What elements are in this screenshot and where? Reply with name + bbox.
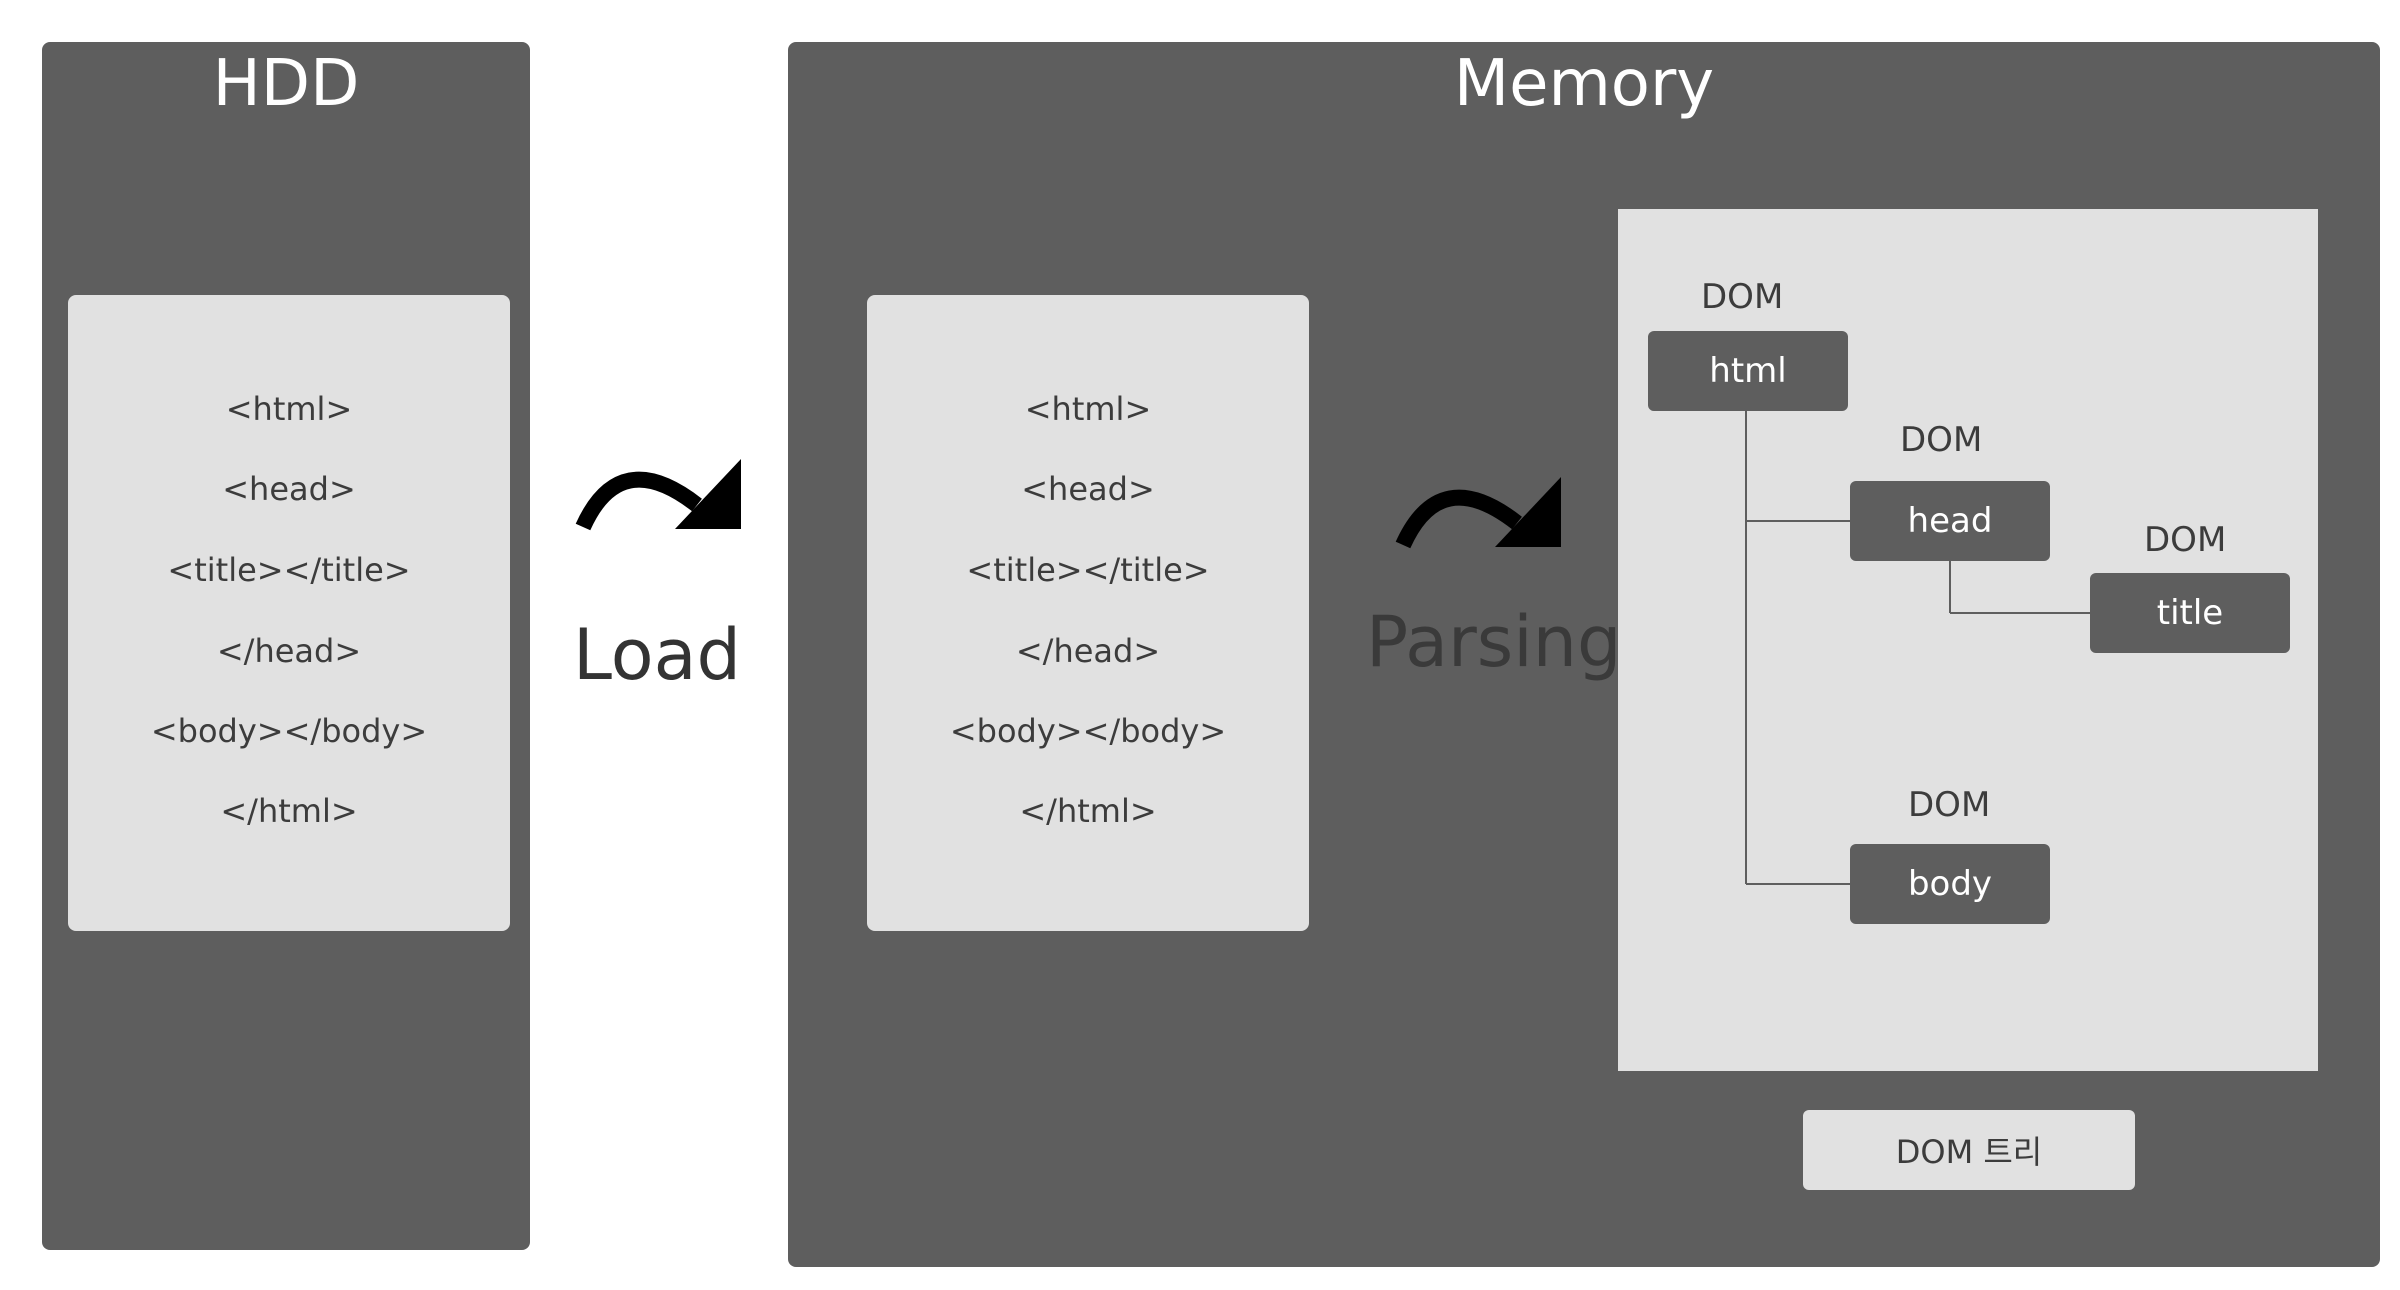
dom-tree-area: DOM html DOM head DOM title DOM body [1618,209,2318,1071]
hdd-panel: HDD <html> <head> <title></title> </head… [42,42,530,1250]
dom-tree-connectors [1745,411,2090,885]
code-line: <head> [1021,470,1155,508]
dom-caption-head: DOM [1900,420,1983,460]
code-line: <title></title> [966,551,1210,589]
dom-caption-body: DOM [1908,785,1991,825]
memory-panel: Memory <html> <head> <title></title> </h… [788,42,2380,1267]
code-line: <html> [1024,390,1152,428]
parsing-arrow-icon [1395,477,1561,549]
code-line: <html> [225,390,353,428]
load-arrow-icon [575,459,741,531]
dom-node-title: title [2090,573,2290,653]
parsing-label: Parsing [1366,601,1622,683]
code-line: </head> [1015,632,1161,670]
code-line: </head> [216,632,362,670]
code-line: </html> [220,792,358,830]
code-line: <body></body> [150,712,428,750]
dom-node-html: html [1648,331,1848,411]
dom-node-head: head [1850,481,2050,561]
memory-html-file: <html> <head> <title></title> </head> <b… [867,295,1309,931]
code-line: </html> [1019,792,1157,830]
dom-caption-html: DOM [1701,277,1784,317]
hdd-title: HDD [212,47,360,121]
dom-node-body: body [1850,844,2050,924]
hdd-html-file: <html> <head> <title></title> </head> <b… [68,295,510,931]
code-line: <body></body> [949,712,1227,750]
code-line: <title></title> [167,551,411,589]
memory-title: Memory [1453,47,1715,121]
load-label: Load [573,614,741,696]
code-line: <head> [222,470,356,508]
dom-caption-title: DOM [2144,520,2227,560]
dom-tree-legend: DOM 트리 [1803,1110,2135,1190]
